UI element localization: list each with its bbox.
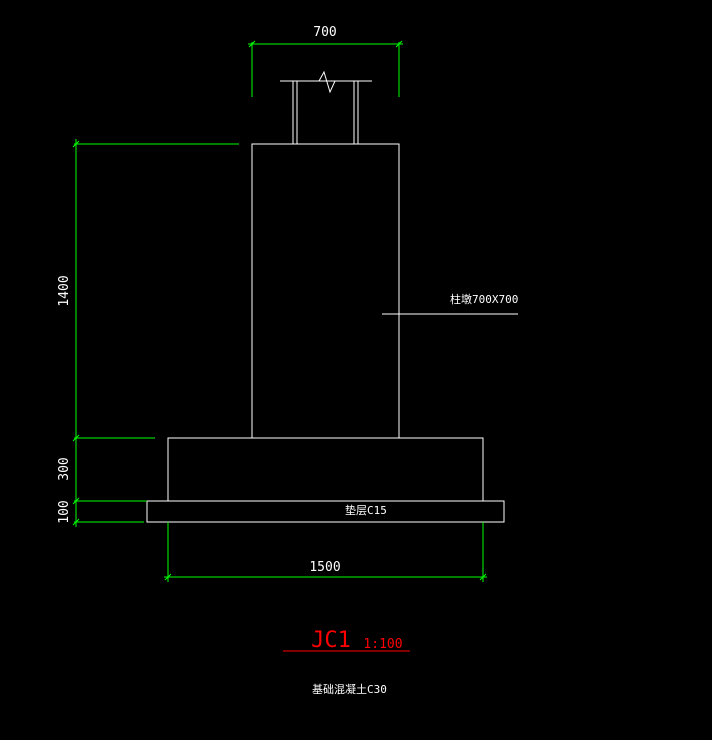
dim-pedestal-height-text: 1400 <box>57 275 72 306</box>
dim-cushion-height-text: 100 <box>57 500 72 523</box>
dim-footing-height-text: 300 <box>57 457 72 480</box>
dim-footing-width-text: 1500 <box>309 560 340 575</box>
column-stub <box>280 70 372 144</box>
dim-left-tick-3 <box>72 497 80 505</box>
dimension-lines <box>72 40 487 582</box>
title-name: JC1 <box>311 628 351 653</box>
dim-bottom-tick-right <box>479 573 487 581</box>
pedestal-label: 柱墩700X700 <box>450 292 518 306</box>
dim-column-width-text: 700 <box>313 25 336 40</box>
drawing-title: JC1 1:100 <box>283 628 410 653</box>
footing-outline <box>167 437 484 502</box>
pedestal-outline <box>251 143 400 439</box>
dim-left-tick-2 <box>72 434 80 442</box>
dim-top-tick-left <box>248 40 256 48</box>
break-symbol <box>318 70 336 94</box>
dim-bottom-tick-left <box>164 573 172 581</box>
dim-top-tick-right <box>395 40 403 48</box>
cushion-outline <box>146 500 505 523</box>
cushion-label: 垫层C15 <box>345 503 387 517</box>
concrete-grade-label: 基础混凝土C30 <box>312 682 387 696</box>
dim-left-tick-1 <box>72 140 80 148</box>
dim-left-tick-4 <box>72 518 80 526</box>
title-scale: 1:100 <box>363 637 402 652</box>
